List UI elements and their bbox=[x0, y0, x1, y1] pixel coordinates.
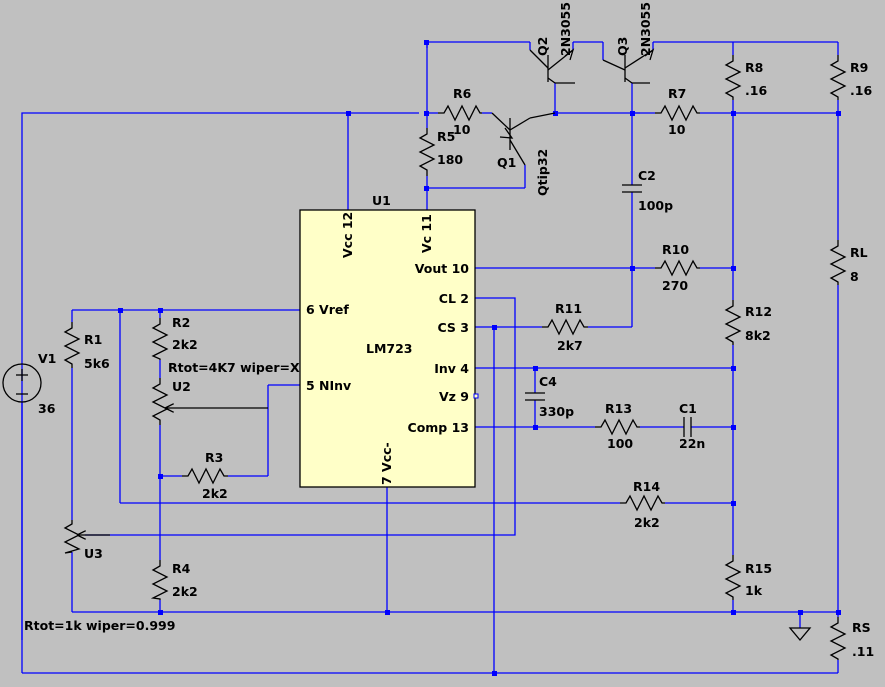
r14-value: 2k2 bbox=[634, 515, 660, 530]
ic-u1[interactable]: U1 LM723 Vcc 12 Vc 11 Vout 10 CL 2 CS 3 … bbox=[299, 193, 479, 488]
r10-ref: R10 bbox=[662, 242, 689, 257]
r7-value: 10 bbox=[668, 122, 686, 137]
resistor-r15[interactable]: R15 1k bbox=[724, 555, 772, 600]
potentiometer-u3[interactable]: U3 Rtot=1k wiper=0.999 bbox=[24, 520, 175, 633]
ic-body bbox=[299, 209, 476, 488]
resistor-r14[interactable]: R14 2k2 bbox=[620, 479, 665, 530]
capacitor-c2[interactable]: C2 100p bbox=[622, 168, 673, 213]
resistor-r9[interactable]: R9 .16 bbox=[829, 55, 872, 100]
r10-value: 270 bbox=[662, 278, 688, 293]
r12-ref: R12 bbox=[745, 304, 772, 319]
r3-ref: R3 bbox=[205, 450, 223, 465]
transistor-q3[interactable]: Q3 2N3055 bbox=[602, 2, 655, 84]
c1-value: 22n bbox=[679, 436, 705, 451]
c2-value: 100p bbox=[638, 198, 673, 213]
q2-ref: Q2 bbox=[535, 37, 550, 56]
pin-cs: CS 3 bbox=[438, 320, 469, 335]
pin-vz-open bbox=[473, 393, 479, 399]
c2-ref: C2 bbox=[638, 168, 656, 183]
capacitor-c4[interactable]: C4 330p bbox=[525, 374, 574, 419]
u3-note: Rtot=1k wiper=0.999 bbox=[24, 618, 175, 633]
pin-comp: Comp 13 bbox=[408, 420, 469, 435]
c1-ref: C1 bbox=[679, 401, 697, 416]
r11-value: 2k7 bbox=[557, 338, 583, 353]
r7-ref: R7 bbox=[668, 86, 686, 101]
resistor-r1[interactable]: R1 5k6 bbox=[63, 322, 110, 371]
r5-value: 180 bbox=[437, 152, 463, 167]
pin-vref: 6 Vref bbox=[306, 302, 349, 317]
c4-value: 330p bbox=[539, 404, 574, 419]
resistor-rs[interactable]: RS .11 bbox=[829, 617, 874, 660]
q1-value: Qtip32 bbox=[535, 149, 550, 196]
r1-value: 5k6 bbox=[84, 356, 110, 371]
q1-ref: Q1 bbox=[497, 155, 516, 170]
r2-ref: R2 bbox=[172, 315, 190, 330]
pin-vee: 7 Vcc- bbox=[379, 442, 394, 485]
resistor-r7[interactable]: R7 10 bbox=[655, 86, 700, 137]
r14-ref: R14 bbox=[633, 479, 660, 494]
r15-ref: R15 bbox=[745, 561, 772, 576]
ic-ref: U1 bbox=[372, 193, 391, 208]
u2-note: Rtot=4K7 wiper=X bbox=[168, 360, 300, 375]
ground-icon bbox=[788, 627, 812, 642]
r4-value: 2k2 bbox=[172, 584, 198, 599]
q3-ref: Q3 bbox=[615, 37, 630, 56]
resistor-r4[interactable]: R4 2k2 bbox=[150, 560, 198, 600]
pin-ninv: 5 NInv bbox=[306, 378, 351, 393]
resistor-r12[interactable]: R12 8k2 bbox=[724, 300, 772, 345]
r11-ref: R11 bbox=[555, 301, 582, 316]
pin-vc: Vc 11 bbox=[419, 214, 434, 253]
u3-ref: U3 bbox=[84, 546, 103, 561]
r1-ref: R1 bbox=[84, 332, 102, 347]
pin-vcc: Vcc 12 bbox=[340, 212, 355, 258]
q2-value: 2N3055 bbox=[558, 2, 573, 56]
v1-ref: V1 bbox=[38, 351, 56, 366]
junction-dots bbox=[118, 40, 841, 676]
r9-value: .16 bbox=[850, 83, 872, 98]
capacitor-c1[interactable]: C1 22n bbox=[679, 401, 705, 451]
pin-vz: Vz 9 bbox=[439, 389, 469, 404]
resistor-r10[interactable]: R10 270 bbox=[655, 242, 700, 293]
rl-value: 8 bbox=[850, 269, 859, 284]
r6-ref: R6 bbox=[453, 86, 472, 101]
r8-ref: R8 bbox=[745, 60, 763, 75]
resistor-r13[interactable]: R13 100 bbox=[595, 401, 640, 451]
pin-cl: CL 2 bbox=[439, 291, 469, 306]
potentiometer-u2[interactable]: U2 Rtot=4K7 wiper=X bbox=[151, 360, 300, 425]
resistor-rl[interactable]: RL 8 bbox=[829, 240, 868, 285]
r13-value: 100 bbox=[607, 436, 633, 451]
voltage-source-v1[interactable]: V1 36 bbox=[2, 351, 56, 416]
rs-ref: RS bbox=[852, 620, 871, 635]
c4-ref: C4 bbox=[539, 374, 557, 389]
r2-value: 2k2 bbox=[172, 337, 198, 352]
r15-value: 1k bbox=[745, 583, 763, 598]
resistor-r11[interactable]: R11 2k7 bbox=[542, 301, 588, 353]
ic-part: LM723 bbox=[366, 341, 413, 356]
resistor-r3[interactable]: R3 2k2 bbox=[182, 450, 228, 501]
u2-ref: U2 bbox=[172, 379, 191, 394]
r5-ref: R5 bbox=[437, 129, 455, 144]
transistor-q1[interactable]: Q1 Qtip32 bbox=[491, 112, 556, 196]
rs-value: .11 bbox=[852, 644, 874, 659]
resistor-r8[interactable]: R8 .16 bbox=[724, 55, 767, 100]
rl-ref: RL bbox=[850, 245, 868, 260]
transistor-q2[interactable]: Q2 2N3055 bbox=[529, 2, 575, 84]
wires bbox=[21, 41, 839, 674]
v1-value: 36 bbox=[38, 401, 56, 416]
pin-inv: Inv 4 bbox=[434, 361, 469, 376]
r13-ref: R13 bbox=[605, 401, 632, 416]
r6-value: 10 bbox=[453, 122, 471, 137]
r4-ref: R4 bbox=[172, 561, 191, 576]
r9-ref: R9 bbox=[850, 60, 868, 75]
r3-value: 2k2 bbox=[202, 486, 228, 501]
r12-value: 8k2 bbox=[745, 328, 771, 343]
q3-value: 2N3055 bbox=[638, 2, 653, 56]
r8-value: .16 bbox=[745, 83, 767, 98]
resistor-r2[interactable]: R2 2k2 bbox=[151, 315, 198, 360]
resistor-r6[interactable]: R6 10 bbox=[438, 86, 482, 137]
resistor-r5[interactable]: R5 180 bbox=[418, 128, 463, 176]
pin-vout: Vout 10 bbox=[415, 261, 470, 276]
